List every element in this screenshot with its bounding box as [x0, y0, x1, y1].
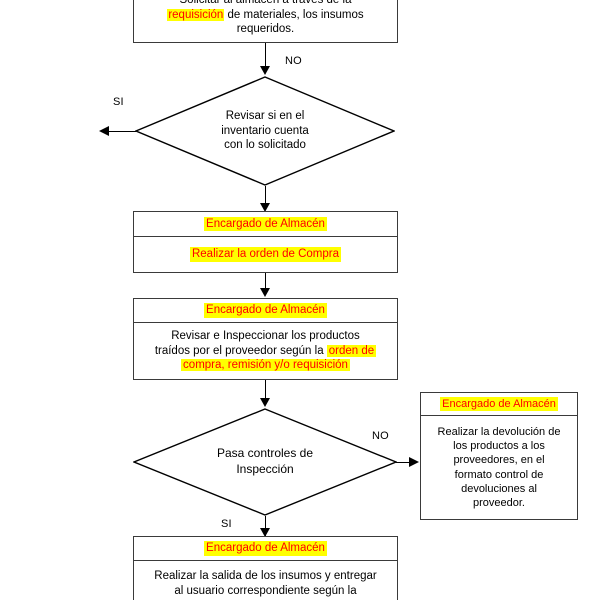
node-salida-box: Encargado de Almacén Realizar la salida … — [133, 536, 398, 600]
salida-header-text: Encargado de Almacén — [204, 541, 327, 556]
requisicion-line-2: requisición de materiales, los insumos — [167, 8, 364, 23]
arrow-controles-no — [409, 457, 419, 467]
devolucion-line-1: Realizar la devolución de — [437, 426, 561, 439]
arrow-controles-si — [260, 528, 270, 537]
inspeccion-highlight-orden-de: orden de — [326, 344, 377, 357]
orden-compra-header-text: Encargado de Almacén — [204, 216, 327, 232]
inspeccion-line-3: compra, remisión y/o requisición — [181, 358, 350, 373]
requisicion-line-3-text: requeridos. — [236, 23, 295, 36]
connector-controles-si — [265, 516, 266, 536]
edge-label-si-controles: SI — [221, 518, 232, 530]
node-inspeccion-box: Encargado de Almacén Revisar e Inspeccio… — [133, 298, 398, 380]
salida-body: Realizar la salida de los insumos y entr… — [134, 560, 397, 600]
inspeccion-line-1: Revisar e Inspeccionar los productos — [171, 329, 360, 344]
arrow-inventario-si — [99, 126, 109, 136]
devolucion-line-2: los productos a los — [453, 440, 545, 453]
controles-diamond-shape — [133, 408, 397, 516]
devolucion-line-5: devoluciones al — [461, 482, 537, 495]
inspeccion-body: Revisar e Inspeccionar los productos tra… — [134, 322, 397, 379]
devolucion-header-text: Encargado de Almacén — [440, 396, 558, 412]
devolucion-line-4: formato control de — [454, 468, 544, 481]
node-controles-decision: Pasa controles de Inspección — [133, 408, 397, 516]
orden-compra-body: Realizar la orden de Compra — [134, 236, 397, 272]
inspeccion-line-1-text: Revisar e Inspeccionar los productos — [171, 329, 360, 342]
salida-line-1: Realizar la salida de los insumos y entr… — [154, 570, 377, 583]
connector-inventario-si — [109, 131, 136, 132]
connector-controles-no — [396, 462, 410, 463]
connector-inventario-to-orden — [265, 186, 266, 208]
connector-inspeccion-to-controles — [265, 380, 266, 405]
inspeccion-header-text: Encargado de Almacén — [204, 303, 327, 318]
devolucion-line-6: proveedor. — [473, 496, 525, 509]
salida-line-2: al usuario correspondiente según la — [174, 585, 357, 597]
inspeccion-line-2-plain: traídos por el proveedor según la — [154, 344, 327, 357]
inspeccion-highlight-compra-remision: compra, remisión y/o requisición — [181, 359, 350, 372]
node-orden-compra-box: Encargado de Almacén Realizar la orden d… — [133, 211, 398, 273]
edge-label-si-inventario: SI — [113, 96, 124, 108]
inspeccion-header: Encargado de Almacén — [134, 299, 397, 322]
connector-orden-to-inspeccion — [265, 273, 266, 295]
orden-compra-header: Encargado de Almacén — [134, 212, 397, 236]
requisicion-body: Solicitar al almacén a través de la requ… — [134, 0, 397, 42]
arrow-inventario-to-orden — [260, 203, 270, 212]
node-requisicion-box: Solicitar al almacén a través de la requ… — [133, 0, 398, 43]
inspeccion-line-2: traídos por el proveedor según la orden … — [154, 344, 377, 359]
devolucion-header: Encargado de Almacén — [421, 393, 577, 415]
inventario-diamond-shape — [135, 76, 395, 186]
edge-label-no-inventario: NO — [285, 55, 302, 67]
requisicion-line-1-text: Solicitar al almacén a través de la — [180, 0, 352, 6]
requisicion-highlight-requisicion: requisición — [167, 8, 225, 21]
arrow-requisicion-to-inventario — [260, 66, 270, 75]
node-devolucion-box: Encargado de Almacén Realizar la devoluc… — [420, 392, 578, 520]
node-inventario-decision: Revisar si en el inventario cuenta con l… — [135, 76, 395, 186]
requisicion-line-3: requeridos. — [237, 22, 295, 37]
orden-compra-body-text: Realizar la orden de Compra — [189, 247, 342, 262]
arrow-inspeccion-to-controles — [260, 398, 270, 407]
arrow-orden-to-inspeccion — [260, 288, 270, 297]
devolucion-line-3: proveedores, en el — [453, 454, 545, 467]
salida-header: Encargado de Almacén — [134, 537, 397, 560]
devolucion-body: Realizar la devolución de los productos … — [421, 415, 577, 519]
connector-requisicion-to-inventario — [265, 43, 266, 67]
requisicion-line-2-rest: de materiales, los insumos — [224, 8, 364, 21]
edge-label-no-controles: NO — [372, 430, 389, 442]
requisicion-line-1: Solicitar al almacén a través de la — [180, 0, 352, 8]
